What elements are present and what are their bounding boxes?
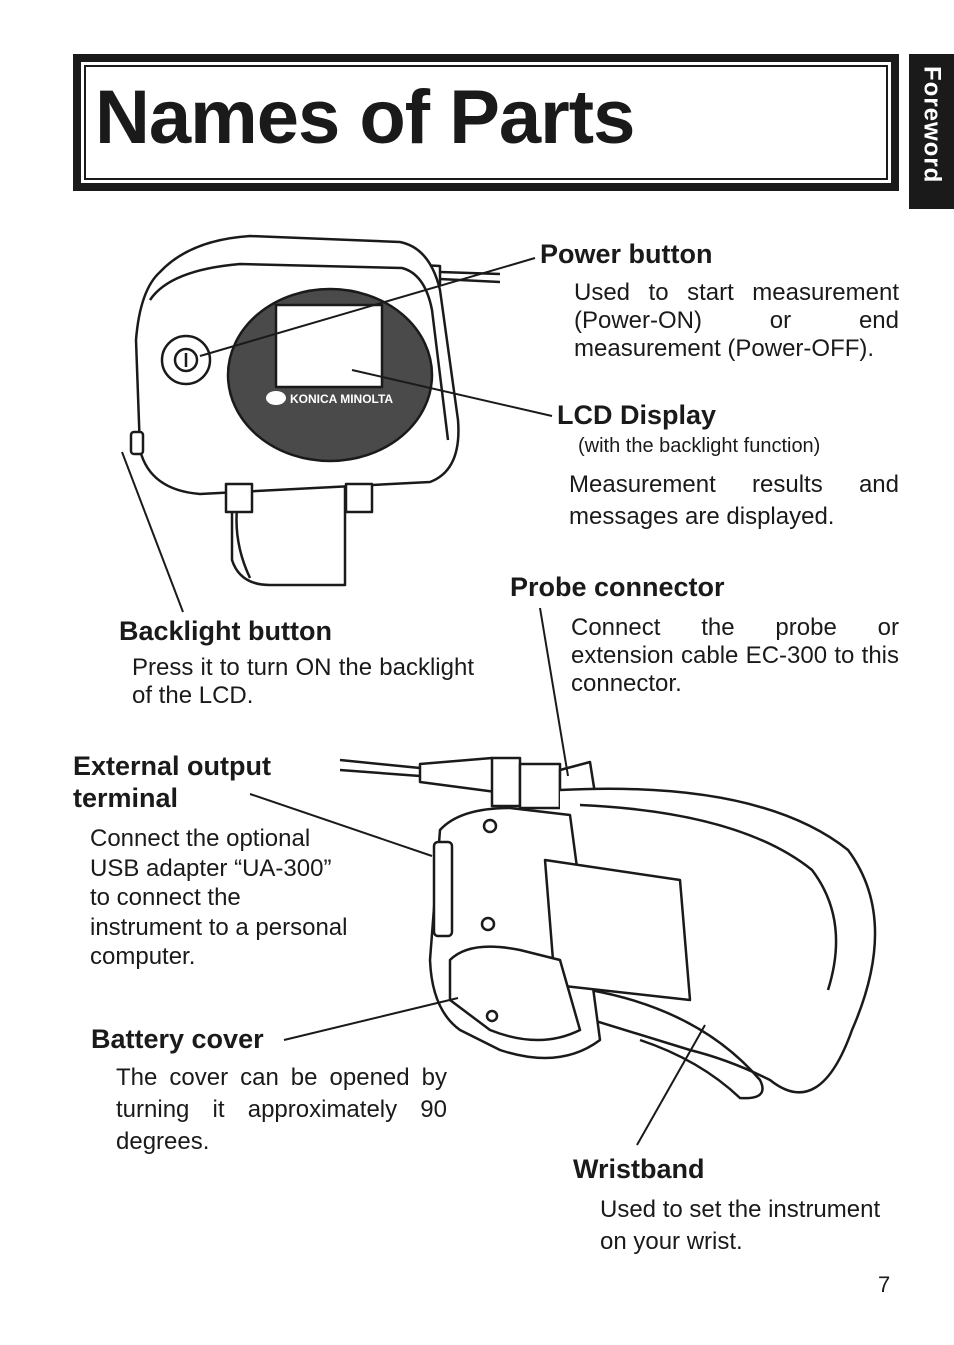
battery-cover-label: Battery cover (91, 1024, 264, 1054)
battery-cover (448, 945, 582, 1042)
leader-backlight-button (121, 451, 184, 613)
lcd-display-description: Measurement results and messages are dis… (569, 471, 899, 530)
external-output-description: Connect the optional USB adapter “UA-300… (90, 824, 390, 972)
leader-power-button (199, 257, 536, 357)
section-tab-label: Foreword (918, 66, 946, 184)
power-button-label: Power button (540, 239, 713, 269)
leader-external-output (249, 793, 433, 857)
external-output-port (432, 840, 454, 938)
wristband-top (230, 478, 347, 587)
page-number: 7 (878, 1272, 891, 1297)
lcd-display-label: LCD Display (557, 400, 717, 430)
power-button-description: Used to start measurement (Power-ON) or … (574, 279, 899, 362)
probe-connector-description: Connect the probe or extension cable EC-… (571, 614, 899, 697)
backlight-button-description: Press it to turn ON the backlight of the… (132, 654, 474, 709)
brand-logo: KONICA MINOLTA (290, 392, 393, 406)
battery-cover-description: The cover can be opened by turning it ap… (116, 1064, 447, 1155)
external-output-label-line1: External output (73, 751, 272, 781)
external-output-description-line: to connect the (90, 884, 241, 911)
wristband-bottom (559, 787, 877, 1094)
leader-wristband (636, 1024, 706, 1146)
external-output-label-line2: terminal (73, 783, 179, 813)
leader-battery-cover (283, 997, 459, 1041)
leader-probe-connector (539, 607, 569, 777)
external-output-description-line: instrument to a personal (90, 913, 348, 941)
title-frame: Names of Parts (73, 54, 899, 191)
external-output-description-line: USB adapter “UA-300” (90, 854, 332, 882)
probe-cable-bottom (339, 756, 598, 810)
leader-lcd-display (351, 369, 553, 417)
wristband-description: Used to set the instrument on your wrist… (600, 1196, 881, 1255)
backlight-button-label: Backlight button (119, 616, 332, 646)
lcd-display-note: (with the backlight function) (578, 435, 821, 457)
external-output-description-line: computer. (90, 943, 196, 970)
probe-connector-label: Probe connector (510, 572, 725, 602)
section-tab: Foreword (909, 54, 954, 209)
backlight-button-top (129, 430, 145, 456)
external-output-description-line: Connect the optional (90, 825, 311, 852)
wristband-label: Wristband (573, 1154, 705, 1184)
